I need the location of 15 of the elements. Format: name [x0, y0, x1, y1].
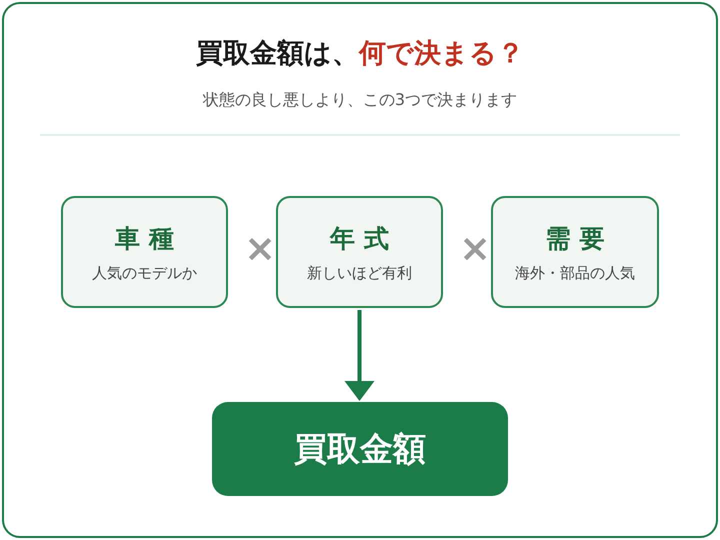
multiply-sign: × — [458, 228, 492, 268]
box-description: 人気のモデルか — [91, 263, 198, 284]
box-heading: 車種 — [114, 223, 184, 255]
title: 買取金額は、何で決まる？ — [195, 37, 525, 71]
factor-box — [491, 196, 659, 308]
box-heading: 年式 — [328, 223, 399, 255]
result-box: 買取金額 — [212, 402, 508, 496]
subtitle: 状態の良し悪しより、この3つで決まります — [202, 89, 518, 111]
factor-box — [61, 196, 228, 308]
box-description: 海外・部品の人気 — [514, 263, 636, 284]
box-description: 新しいほど有利 — [306, 263, 413, 284]
multiply-sign: × — [243, 228, 277, 268]
arrow — [344, 310, 374, 401]
box-heading: 需要 — [544, 223, 614, 255]
factor-box — [276, 196, 443, 308]
